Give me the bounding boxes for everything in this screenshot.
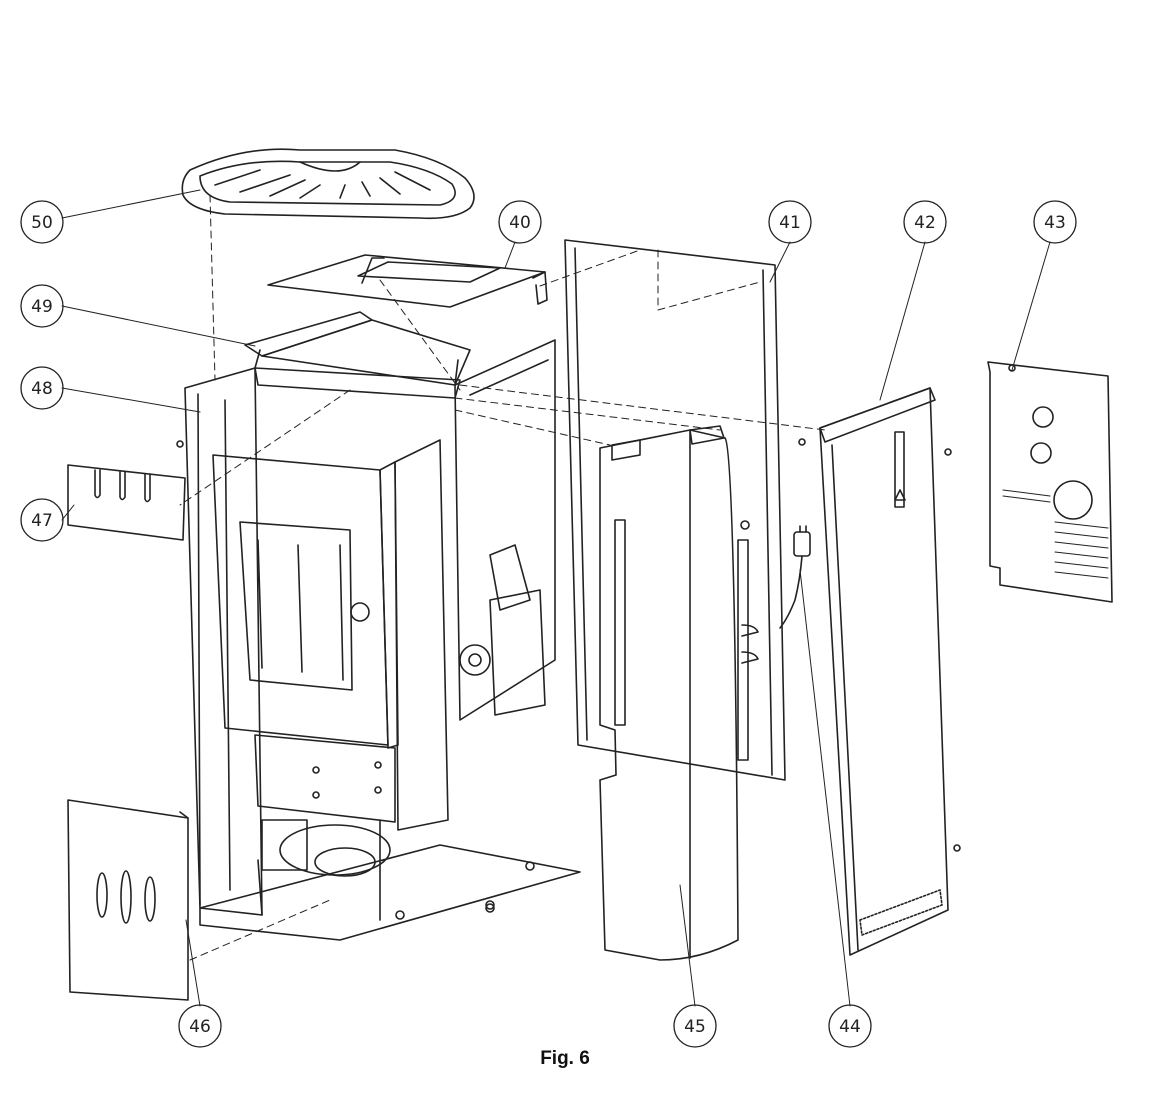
callout-41: 41	[768, 200, 812, 244]
callout-43: 43	[1033, 200, 1077, 244]
figure-caption: Fig. 6	[540, 1048, 590, 1069]
callout-label-45: 45	[684, 1017, 706, 1037]
callout-label-41: 41	[779, 213, 801, 233]
part-rear-panel	[987, 361, 1113, 603]
callout-label-50: 50	[31, 213, 53, 233]
callout-49: 49	[20, 284, 64, 328]
callout-40: 40	[498, 200, 542, 244]
callout-label-44: 44	[839, 1017, 861, 1037]
part-top-grille	[67, 440, 186, 541]
part-side-panel	[564, 239, 786, 781]
callout-48: 48	[20, 366, 64, 410]
callout-44: 44	[828, 1004, 872, 1048]
callout-label-49: 49	[31, 297, 53, 317]
part-top-plate	[267, 254, 548, 308]
callout-label-47: 47	[31, 511, 53, 531]
callout-label-42: 42	[914, 213, 936, 233]
leader-lines	[61, 189, 1051, 1007]
callout-50: 50	[20, 200, 64, 244]
callout-42: 42	[903, 200, 947, 244]
callout-45: 45	[673, 1004, 717, 1048]
callout-label-40: 40	[509, 213, 531, 233]
assembly-dashed-lines	[179, 194, 826, 961]
part-lower-front-panel	[67, 799, 189, 1001]
part-top-cover	[181, 148, 475, 220]
part-front-column	[599, 425, 739, 961]
callout-46: 46	[178, 1004, 222, 1048]
callouts: 50 40 41 42 43 49 48 47 46 45 44	[20, 200, 1077, 1048]
callout-label-43: 43	[1044, 213, 1066, 233]
part-power-cable	[779, 525, 811, 629]
callout-label-46: 46	[189, 1017, 211, 1037]
part-tall-side-panel	[798, 387, 961, 956]
callout-47: 47	[20, 498, 64, 542]
part-stove-body	[184, 311, 581, 941]
callout-label-48: 48	[31, 379, 53, 399]
